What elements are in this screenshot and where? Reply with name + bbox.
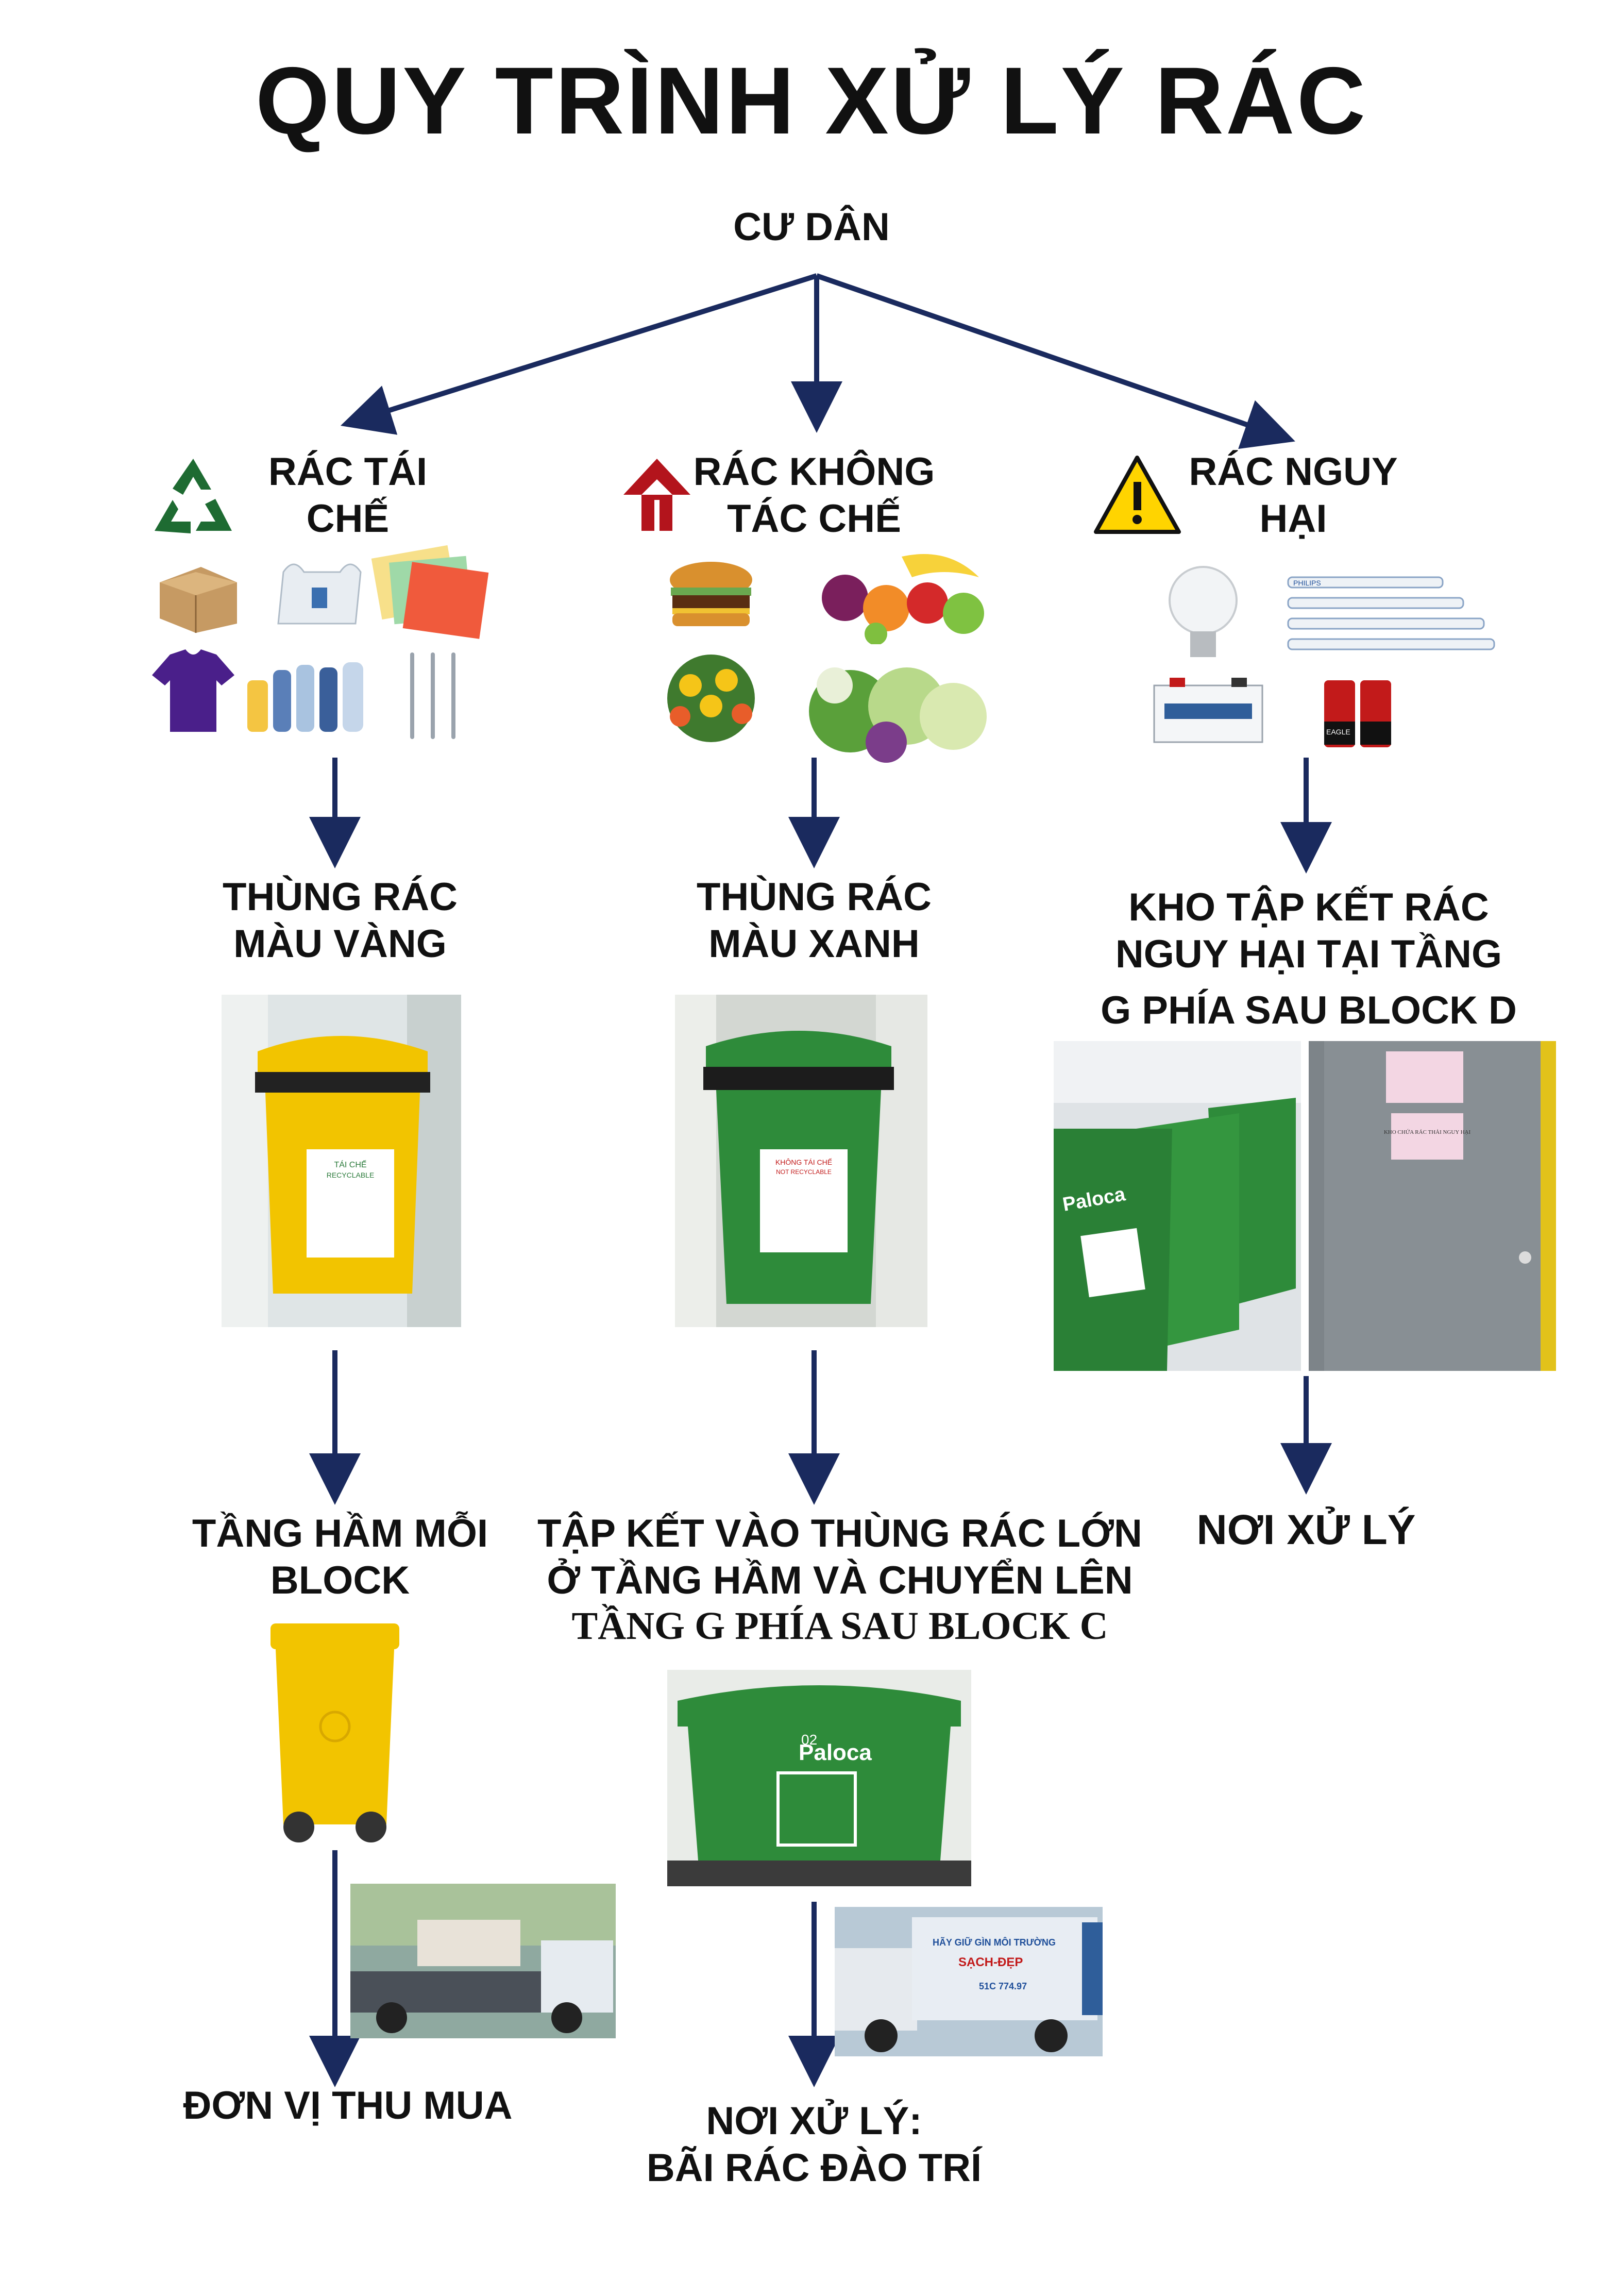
destination-landfill-label: NƠI XỬ LÝ: BÃI RÁC ĐÀO TRÍ xyxy=(646,2099,982,2190)
batteries-image: EAGLE xyxy=(1324,680,1391,747)
hazard-storage-label: KHO TẬP KẾT RÁC NGUY HẠI TẠI TẦNG xyxy=(1115,885,1502,977)
collection-block-c-label: TẦNG G PHÍA SAU BLOCK C xyxy=(571,1604,1108,1648)
purple-shirt-image xyxy=(152,649,234,732)
tube-brand-text: PHILIPS xyxy=(1293,579,1321,587)
green-bin-photo: KHÔNG TÁI CHẾ NOT RECYCLABLE xyxy=(675,995,927,1327)
arrow-root-to-recycle xyxy=(340,273,818,435)
cutlery-image xyxy=(410,652,455,739)
recycle-icon xyxy=(155,459,232,533)
plastic-bag-image xyxy=(277,563,362,625)
category-recyclable: RÁC TÁI CHẾ xyxy=(268,450,428,541)
car-battery-image xyxy=(1153,678,1263,743)
recyclable-sticker-text: TÁI CHẾ xyxy=(334,1160,366,1169)
svg-text:NOT RECYCLABLE: NOT RECYCLABLE xyxy=(776,1168,832,1176)
fluorescent-tubes-image: PHILIPS xyxy=(1287,576,1495,650)
non-recyclable-sticker-text: KHÔNG TÁI CHẾ xyxy=(775,1158,832,1166)
container-yellow-bin-label: THÙNG RÁC MÀU VÀNG xyxy=(223,875,458,966)
destination-treatment-label: NƠI XỬ LÝ xyxy=(1196,1506,1416,1553)
container-green-bin-label: THÙNG RÁC MÀU XANH xyxy=(697,875,932,966)
category-hazardous: RÁC NGUY HẠI xyxy=(1189,450,1398,541)
battery-brand-text: EAGLE xyxy=(1326,728,1350,736)
category-non-recyclable: RÁC KHÔNG TÁC CHẾ xyxy=(693,450,935,541)
light-bulb-image xyxy=(1169,566,1238,657)
hazard-bins-photo: Paloca xyxy=(1054,1041,1301,1371)
hazard-door-photo: KHO CHỨA RÁC THẢI NGUY HẠI xyxy=(1309,1041,1556,1371)
cardboard-box-image xyxy=(160,567,237,633)
colored-paper-image xyxy=(371,545,489,639)
flowers-image xyxy=(667,655,755,742)
truck-slogan-text: HÃY GIỮ GÌN MÔI TRƯỜNG xyxy=(933,1937,1056,1948)
root-label-residents: CƯ DÂN xyxy=(733,205,890,249)
fruits-image xyxy=(822,554,984,644)
yellow-wheelie-bin-image xyxy=(270,1623,399,1842)
hazard-storage-block-d-label: G PHÍA SAU BLOCK D xyxy=(1101,988,1517,1032)
big-bin-number-text: 02 xyxy=(801,1732,817,1748)
buyer-truck-photo xyxy=(350,1884,616,2038)
svg-text:RECYCLABLE: RECYCLABLE xyxy=(327,1171,375,1179)
collection-basement-label: TẦNG HẦM MỖI BLOCK xyxy=(192,1512,488,1603)
collection-big-bin-label: TẬP KẾT VÀO THÙNG RÁC LỚN Ở TẦNG HẦM VÀ … xyxy=(537,1512,1142,1603)
big-bin-brand-text: Paloca xyxy=(799,1740,872,1765)
burger-image xyxy=(670,562,752,626)
hazard-door-sign-text: KHO CHỨA RÁC THẢI NGUY HẠI xyxy=(1384,1129,1471,1135)
svg-text:SẠCH-ĐẸP: SẠCH-ĐẸP xyxy=(958,1955,1023,1969)
garbage-truck-photo: HÃY GIỮ GÌN MÔI TRƯỜNG SẠCH-ĐẸP 51C 774.… xyxy=(835,1907,1103,2056)
arrow-root-to-hazard xyxy=(816,273,1295,449)
vegetables-image xyxy=(809,667,987,763)
big-green-bin-photo: Paloca 02 xyxy=(667,1670,971,1886)
no-recycle-icon xyxy=(623,459,690,531)
truck-plate-text: 51C 774.97 xyxy=(979,1981,1027,1991)
yellow-bin-photo: TÁI CHẾ RECYCLABLE xyxy=(222,995,461,1327)
hazard-warning-icon xyxy=(1094,456,1181,534)
page-title: QUY TRÌNH XỬ LÝ RÁC xyxy=(255,48,1368,154)
destination-buyer-label: ĐƠN VỊ THU MUA xyxy=(183,2084,513,2127)
plastic-bottles-image xyxy=(247,662,363,732)
